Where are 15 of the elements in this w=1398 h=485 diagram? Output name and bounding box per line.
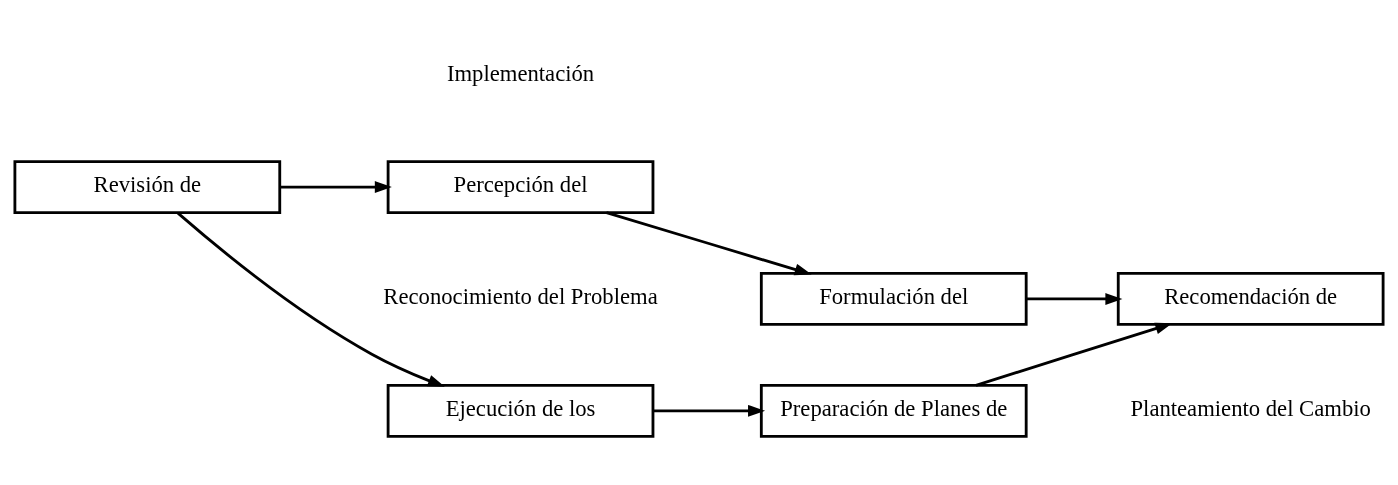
node-box: Formulación del [759, 271, 1028, 326]
arrow [279, 180, 392, 193]
label: Implementación [446, 60, 595, 86]
arrow [606, 210, 812, 275]
label: Planteamiento del Cambio [1130, 395, 1371, 421]
node-box: Percepción del [386, 159, 655, 214]
node-box: Recomendación de [1116, 271, 1385, 326]
node-box: Preparación de Planes de [759, 383, 1028, 438]
arrow [653, 404, 766, 417]
arrow [975, 322, 1173, 387]
arrow [1026, 292, 1123, 305]
arrow [177, 211, 445, 387]
label: Reconocimiento del Problema [383, 283, 658, 309]
node-box: Revisión de [13, 159, 282, 214]
node-box: Ejecución de los [386, 383, 655, 438]
